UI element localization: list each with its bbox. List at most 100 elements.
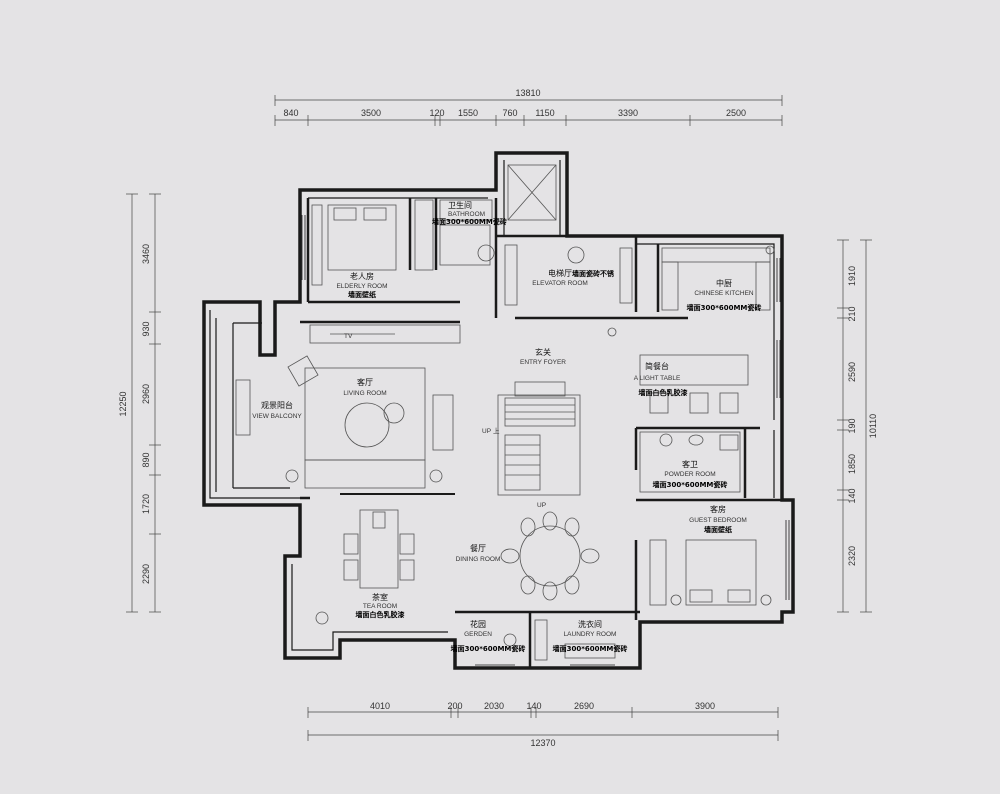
bed: [327, 204, 397, 271]
toilet: [477, 244, 495, 262]
dim-label: 120: [429, 108, 444, 118]
dim-label: 760: [502, 108, 517, 118]
guest-bedroom-furniture: [649, 539, 772, 606]
dim-label: 1910: [847, 266, 857, 286]
top-total-dim: 13810: [515, 88, 540, 98]
dim-label: 2030: [484, 701, 504, 711]
powder-room-en: POWDER ROOM: [664, 471, 715, 478]
bottom-dimensions: [307, 707, 779, 741]
bed: [685, 539, 757, 606]
tea-room-en: TEA ROOM: [363, 603, 397, 610]
dim-label: 3460: [141, 244, 151, 264]
guest-room-note: 墙面壁纸: [704, 525, 732, 534]
dim-label: 2320: [847, 546, 857, 566]
dim-label: 200: [447, 701, 462, 711]
dim-label: 4010: [370, 701, 390, 711]
dim-label: 3390: [618, 108, 638, 118]
dim-label: 1550: [458, 108, 478, 118]
dining-furniture: [500, 511, 600, 601]
elderly-room-note: 墙面壁纸: [348, 290, 376, 299]
dim-label: 1150: [535, 108, 554, 118]
tv-label: TV: [344, 333, 353, 340]
wardrobe: [311, 204, 323, 286]
guest-room-title: 客房: [710, 504, 726, 514]
elevator-room-note: 墙面瓷砖不锈: [572, 269, 615, 278]
bottom-total-dim: 12370: [530, 738, 555, 748]
living-room-furniture: [235, 355, 455, 495]
garden-laundry-fixtures: [503, 619, 616, 661]
dim-label: 2960: [141, 384, 151, 404]
elevator-shaft: [507, 164, 557, 221]
dim-label: 210: [847, 306, 857, 321]
dim-label: 2690: [574, 701, 594, 711]
balcony-seat: [235, 379, 251, 436]
laundry-en: LAUNDRY ROOM: [564, 631, 617, 638]
room-labels: 老人房 ELDERLY ROOM 墙面壁纸 卫生间 BATHROOM 墙面300…: [252, 200, 761, 653]
powder-room-note: 墙面300*600MM瓷砖: [653, 480, 728, 489]
elevator-hall-fixtures: [504, 244, 633, 306]
tea-room-note: 墙面白色乳胶漆: [356, 610, 405, 619]
pillow: [363, 207, 387, 221]
stair-arrow-label: UP: [537, 502, 546, 509]
balcony-en: VIEW BALCONY: [252, 413, 302, 420]
right-dimensions: [837, 239, 872, 613]
left-dimensions: [126, 193, 161, 613]
stair-up-label: UP: [482, 428, 491, 435]
laundry-title: 洗衣间: [578, 619, 602, 629]
top-segment-labels: 840 3500 120 1550 760 1150 3390 2500: [283, 108, 746, 118]
left-segment-labels: 3460 930 2960 890 1720 2290: [141, 244, 151, 584]
dim-label: 3900: [695, 701, 715, 711]
dim-label: 140: [847, 488, 857, 503]
light-table-note: 墙面白色乳胶漆: [639, 388, 688, 397]
foyer-cabinet: [309, 324, 461, 344]
powder-room-title: 客卫: [682, 459, 698, 469]
exterior-walls-inner: [209, 160, 775, 651]
closet: [414, 199, 434, 271]
pillow: [333, 207, 357, 221]
living-room-title: 客厅: [357, 377, 373, 387]
bathroom-note: 墙面300*600MM瓷砖: [432, 217, 507, 226]
elderly-room-furniture: [311, 199, 434, 286]
dim-label: 840: [283, 108, 298, 118]
dim-label: 930: [141, 321, 151, 336]
foyer-title: 玄关: [535, 347, 551, 357]
dim-label: 2290: [141, 564, 151, 584]
dim-label: 1720: [141, 494, 151, 514]
living-room-en: LIVING ROOM: [343, 390, 386, 397]
powder-room-fixtures: [639, 431, 741, 493]
dim-label: 2590: [847, 362, 857, 382]
dim-label: 1850: [847, 454, 857, 474]
right-total-dim: 10110: [868, 414, 878, 438]
bathroom-fixtures: [439, 199, 495, 266]
garden-title: 花园: [470, 619, 486, 629]
kitchen-note: 墙面300*600MM瓷砖: [687, 303, 762, 312]
dim-label: 890: [141, 452, 151, 467]
elevator-room-en: ELEVATOR ROOM: [532, 280, 588, 287]
dining-room-title: 餐厅: [470, 544, 486, 553]
wardrobe: [649, 539, 667, 606]
coffee-table: [344, 402, 390, 448]
garden-note: 墙面300*600MM瓷砖: [451, 644, 526, 653]
garden-en: GERDEN: [464, 631, 492, 638]
light-table-area: [607, 327, 749, 414]
tea-room-title: 茶室: [372, 592, 388, 602]
dining-room-en: DINING ROOM: [456, 556, 501, 563]
stair: [497, 381, 581, 496]
kitchen-title: 中厨: [716, 278, 732, 288]
exterior-walls: [202, 151, 795, 670]
tea-table: [359, 509, 399, 589]
tv-console: [432, 394, 454, 451]
bathroom-en: BATHROOM: [448, 211, 485, 218]
light-table-en: A LIGHT TABLE: [634, 375, 681, 382]
dim-label: 2500: [726, 108, 746, 118]
side-table: [383, 402, 405, 424]
armchair: [287, 355, 319, 387]
interior-walls: [300, 198, 782, 668]
left-total-dim: 12250: [118, 391, 128, 416]
top-dimensions: [274, 95, 783, 126]
kitchen-en: CHINESE KITCHEN: [694, 290, 754, 297]
elevator-room-title: 电梯厅: [548, 268, 572, 278]
guest-room-en: GUEST BEDROOM: [689, 517, 747, 524]
laundry-note: 墙面300*600MM瓷砖: [553, 644, 628, 653]
bathroom-title: 卫生间: [448, 200, 472, 210]
